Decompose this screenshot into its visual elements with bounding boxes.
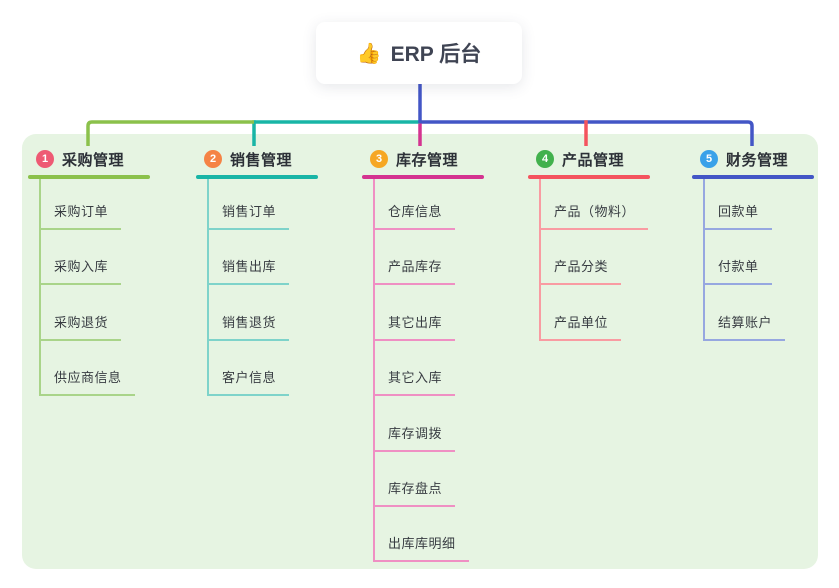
- child-node[interactable]: 结算账户: [703, 308, 786, 341]
- child-node-label: 回款单: [718, 204, 759, 219]
- branch-spine-line: [39, 177, 41, 397]
- branch-underline: [28, 175, 150, 179]
- child-node[interactable]: 供应商信息: [39, 363, 135, 397]
- child-node-label: 出库库明细: [388, 536, 456, 552]
- branch-label: 库存管理: [396, 151, 459, 169]
- branch-number-badge: 2: [204, 150, 222, 168]
- child-node-label: 供应商信息: [54, 370, 122, 386]
- branch-node-5[interactable]: 5 财务管理: [700, 146, 788, 172]
- child-node-label: 采购入库: [54, 259, 109, 275]
- child-node-label: 付款单: [718, 259, 759, 275]
- branch-spine-line: [539, 177, 541, 341]
- child-node-label: 产品单位: [554, 314, 609, 330]
- branches-panel: [22, 134, 818, 569]
- child-node-label: 销售订单: [222, 204, 277, 219]
- child-node[interactable]: 采购订单: [39, 197, 122, 230]
- child-node[interactable]: 销售退货: [207, 308, 290, 341]
- child-node-label: 其它出库: [388, 314, 443, 330]
- child-node-label: 产品分类: [554, 259, 609, 275]
- child-node[interactable]: 产品单位: [539, 308, 622, 341]
- child-node-label: 客户信息: [222, 370, 277, 386]
- branch-underline: [362, 175, 484, 179]
- child-node[interactable]: 产品分类: [539, 252, 622, 286]
- child-node-label: 采购退货: [54, 314, 109, 330]
- branch-number-badge: 3: [370, 150, 388, 168]
- branch-underline: [528, 175, 650, 179]
- branch-number-badge: 5: [700, 150, 718, 168]
- branch-spine-line: [703, 177, 705, 341]
- child-node[interactable]: 产品（物料）: [539, 197, 649, 230]
- branch-label: 采购管理: [62, 151, 125, 169]
- branch-spine-line: [373, 177, 375, 563]
- branch-label: 销售管理: [230, 151, 293, 169]
- child-node[interactable]: 出库库明细: [373, 529, 469, 563]
- child-node-label: 产品库存: [388, 259, 443, 275]
- branch-spine-line: [207, 177, 209, 397]
- branch-label: 产品管理: [562, 151, 625, 169]
- child-node-label: 结算账户: [718, 314, 773, 330]
- branch-underline: [692, 175, 814, 179]
- branch-node-2[interactable]: 2 销售管理: [204, 146, 292, 172]
- root-node-erp[interactable]: 👍 ERP 后台: [316, 22, 522, 84]
- child-node[interactable]: 付款单: [703, 252, 772, 286]
- child-node-label: 采购订单: [54, 204, 109, 219]
- child-node-label: 销售出库: [222, 259, 277, 275]
- child-node[interactable]: 采购入库: [39, 252, 122, 286]
- branch-node-1[interactable]: 1 采购管理: [36, 146, 124, 172]
- child-node[interactable]: 采购退货: [39, 308, 122, 341]
- branch-underline: [196, 175, 318, 179]
- child-node[interactable]: 其它入库: [373, 363, 456, 397]
- child-node[interactable]: 产品库存: [373, 252, 456, 286]
- root-node-label: ERP 后台: [390, 43, 482, 66]
- child-node[interactable]: 库存盘点: [373, 474, 456, 507]
- child-node[interactable]: 仓库信息: [373, 197, 456, 230]
- child-node[interactable]: 客户信息: [207, 363, 290, 397]
- child-node-label: 销售退货: [222, 314, 277, 330]
- child-node-label: 仓库信息: [388, 204, 443, 219]
- branch-number-badge: 4: [536, 150, 554, 168]
- child-node-label: 产品（物料）: [554, 204, 636, 219]
- child-node-label: 其它入库: [388, 370, 443, 386]
- thumbs-up-icon: 👍: [356, 42, 382, 65]
- branch-label: 财务管理: [726, 151, 789, 169]
- branch-number-badge: 1: [36, 150, 54, 168]
- child-node-label: 库存调拨: [388, 425, 443, 441]
- child-node[interactable]: 库存调拨: [373, 419, 456, 452]
- child-node[interactable]: 回款单: [703, 197, 772, 230]
- child-node-label: 库存盘点: [388, 481, 443, 496]
- child-node[interactable]: 销售出库: [207, 252, 290, 286]
- child-node[interactable]: 其它出库: [373, 308, 456, 341]
- child-node[interactable]: 销售订单: [207, 197, 290, 230]
- branch-node-4[interactable]: 4 产品管理: [536, 146, 624, 172]
- branch-node-3[interactable]: 3 库存管理: [370, 146, 458, 172]
